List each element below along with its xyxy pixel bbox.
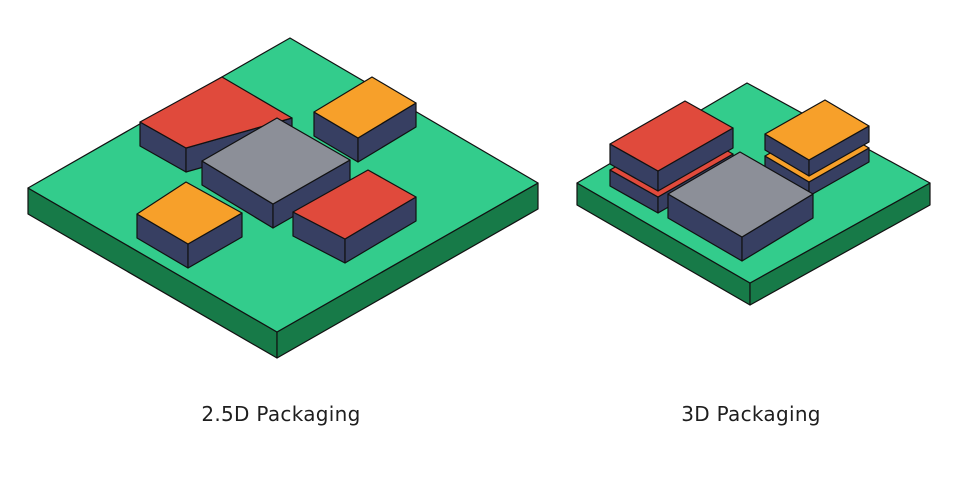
orange-die [136, 181, 243, 269]
gray-die-top-face [201, 117, 351, 205]
gray-die-top-face [667, 151, 814, 238]
orange-die [313, 76, 417, 163]
red-die-top-face [292, 169, 417, 240]
orange-die-stack-upper-top-face [764, 99, 870, 161]
red-die-stack-upper [609, 100, 734, 192]
red-die [292, 169, 417, 264]
red-die-top-face [139, 76, 293, 149]
diagram-3d-packaging [576, 82, 931, 306]
orange-die-top-face [136, 181, 243, 245]
gray-die [201, 117, 351, 229]
red-die-stack-upper-top-face [609, 100, 734, 172]
orange-die-top-face [313, 76, 417, 139]
caption-2-5d-packaging: 2.5D Packaging [201, 402, 361, 426]
orange-die-stack-upper [764, 99, 870, 177]
gray-die [667, 151, 814, 262]
orange-die-stack [764, 99, 870, 197]
diagram-2-5d-packaging [27, 37, 539, 359]
caption-3d-packaging: 3D Packaging [681, 402, 821, 426]
